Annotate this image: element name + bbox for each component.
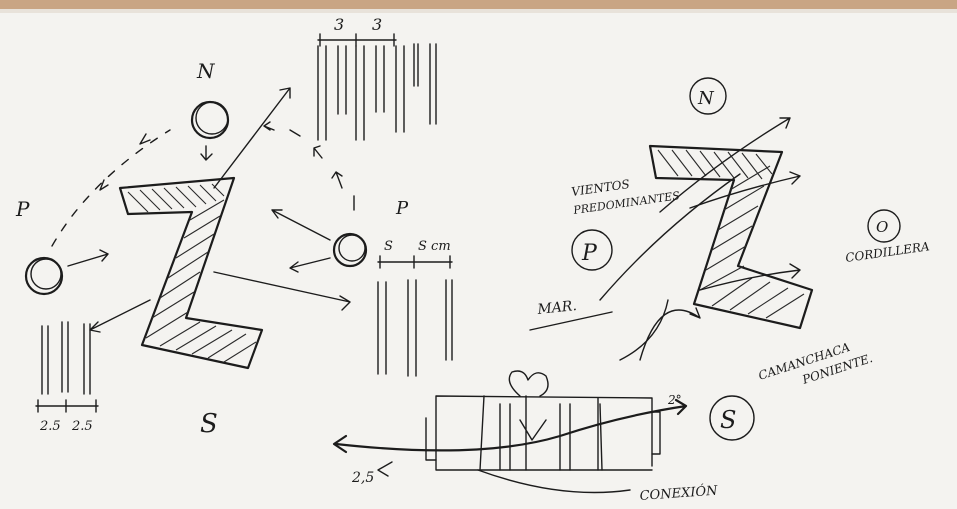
wind-arrow-3 [699, 263, 801, 291]
z-building-left [118, 176, 264, 370]
wind-arrow-2 [689, 171, 801, 209]
sun-path-arc [51, 129, 171, 247]
label-degrees: 2° [667, 393, 682, 407]
spacing-mid-2: S cm [418, 239, 451, 254]
compass-east-right [867, 209, 901, 243]
compass-south-right [709, 395, 755, 441]
z-building-right [648, 144, 814, 330]
label-conexion: CONEXIÓN [639, 482, 719, 504]
section-elevation [332, 299, 688, 494]
compass-north-right [689, 77, 727, 115]
wind-arrow-4 [599, 173, 741, 301]
louvers-top [317, 33, 437, 141]
label-north-right: N [697, 88, 715, 109]
sun-west-left [24, 249, 109, 296]
paper-edge [0, 0, 957, 9]
arrow-sw-left [89, 299, 151, 333]
label-west-left: P [15, 197, 30, 221]
label-cordillera: CORDILLERA [844, 239, 930, 265]
label-east-mid: P [395, 198, 409, 219]
wind-arrow-1 [659, 117, 791, 213]
spacing-bottom-1: 2.5 [39, 419, 61, 434]
spacing-bottom-2: 2.5 [71, 419, 93, 434]
sun-north-left [190, 100, 230, 161]
arrow-ne-left [213, 87, 291, 189]
spacing-top-2: 3 [372, 15, 382, 34]
label-mar: MAR. [536, 298, 578, 318]
louvers-bottom-left [35, 321, 99, 413]
label-west-right: P [581, 241, 598, 266]
label-width-left: 2,5 [351, 470, 374, 486]
louvers-mid [377, 255, 453, 377]
compass-west-right [571, 229, 613, 271]
label-north-left: N [196, 59, 216, 83]
label-south-left: S [200, 409, 218, 439]
spacing-top-1: 3 [334, 15, 344, 34]
spacing-mid-1: S [384, 239, 393, 254]
arrow-e-left [213, 271, 351, 311]
label-east-right: O [876, 218, 888, 236]
label-vientos: VIENTOS [570, 177, 630, 199]
label-south-right: S [720, 406, 736, 434]
sun-east-mid [263, 121, 368, 273]
wind-arrow-5 [639, 307, 701, 361]
